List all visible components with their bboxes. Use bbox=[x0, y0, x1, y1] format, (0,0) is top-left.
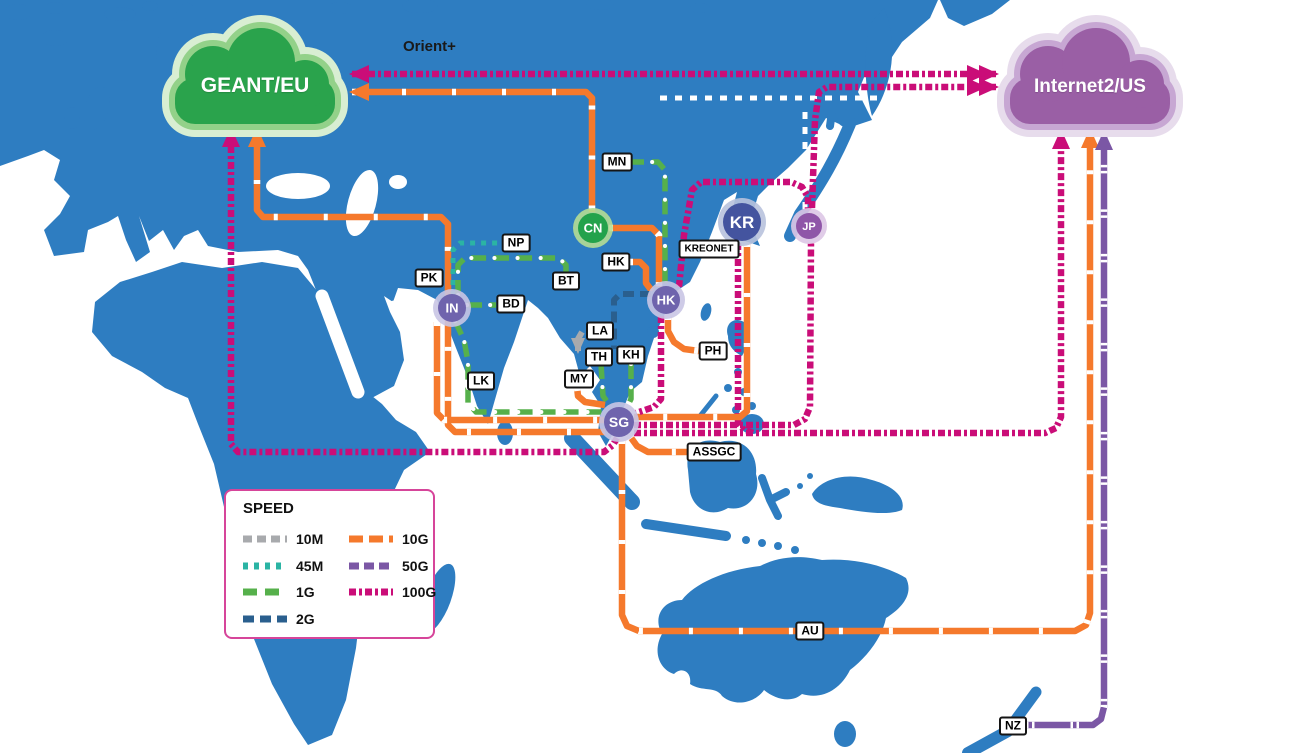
label-np: NP bbox=[501, 233, 531, 253]
orient-plus-link-label: Orient+ bbox=[403, 38, 456, 55]
link-my-sg bbox=[573, 386, 606, 409]
label-mn: MN bbox=[601, 152, 633, 172]
link-kh-sg bbox=[624, 364, 634, 409]
legend-item-10M: 10M bbox=[242, 531, 323, 547]
node-KR: KR bbox=[718, 198, 766, 246]
legend-swatch-50G bbox=[349, 562, 393, 569]
node-SG: SG bbox=[599, 402, 639, 442]
label-lk: LK bbox=[467, 371, 495, 391]
link-kr-trunk bbox=[734, 243, 755, 437]
label-th: TH bbox=[585, 347, 613, 367]
link-mn-hk bbox=[629, 159, 668, 287]
legend-label-10G: 10G bbox=[402, 531, 429, 547]
link-hk-ph bbox=[664, 316, 700, 355]
link-sg-jp bbox=[634, 241, 815, 429]
node-JP: JP bbox=[791, 208, 827, 244]
link-sg-assgc bbox=[626, 433, 690, 456]
legend-label-10M: 10M bbox=[296, 531, 324, 547]
legend-title: SPEED bbox=[243, 500, 294, 517]
label-kreonet: KREONET bbox=[678, 239, 740, 259]
internet2-us-cloud-label: Internet2/US bbox=[1034, 76, 1146, 97]
link-th-sg bbox=[598, 363, 614, 409]
legend-label-1G: 1G bbox=[296, 584, 315, 600]
label-nz: NZ bbox=[999, 716, 1027, 736]
link-hk-th bbox=[611, 291, 651, 349]
label-assgc: ASSGC bbox=[686, 442, 742, 462]
node-label-KR: KR bbox=[730, 213, 755, 232]
link-cn-hk bbox=[609, 224, 663, 287]
node-label-IN: IN bbox=[446, 301, 459, 316]
legend-swatch-45M bbox=[243, 562, 287, 569]
legend-swatch-10M bbox=[243, 535, 287, 543]
link-in-sg bbox=[433, 322, 604, 424]
link-jp-internet2 bbox=[808, 83, 996, 209]
legend-swatch-1G bbox=[242, 588, 288, 596]
label-my: MY bbox=[564, 369, 594, 389]
legend-label-100G: 100G bbox=[402, 584, 437, 600]
node-label-CN: CN bbox=[584, 221, 603, 236]
legend-item-2G: 2G bbox=[242, 611, 315, 627]
network-nodes-layer: CN KR JP IN HK SG bbox=[433, 198, 827, 442]
link-hk-jp bbox=[675, 178, 812, 288]
planned-links-layer bbox=[660, 95, 988, 318]
label-ph: PH bbox=[698, 341, 728, 361]
node-label-SG: SG bbox=[609, 414, 629, 430]
label-la: LA bbox=[586, 321, 614, 341]
cloud-shapes-layer bbox=[162, 15, 1183, 137]
legend-label-50G: 50G bbox=[402, 557, 429, 574]
legend-swatch-10G bbox=[349, 535, 393, 543]
label-pk: PK bbox=[414, 268, 444, 288]
legend-label-45M: 45M bbox=[296, 557, 324, 574]
geant-eu-cloud-label: GEANT/EU bbox=[200, 74, 310, 97]
link-in-lk-sg bbox=[452, 319, 604, 415]
label-kh: KH bbox=[616, 345, 646, 365]
node-IN: IN bbox=[433, 289, 471, 327]
link-kr-sg bbox=[634, 243, 751, 421]
landmass-layer bbox=[0, 0, 1042, 753]
legend-swatch-2G bbox=[243, 615, 287, 622]
speed-legend: SPEED 10M 45M 1G 2G 10G 50G 100G bbox=[224, 489, 436, 639]
link-geant-in-sg bbox=[253, 130, 605, 436]
link-sg-au-internet2 bbox=[618, 131, 1094, 635]
node-CN: CN bbox=[573, 208, 613, 248]
node-label-HK: HK bbox=[657, 293, 676, 308]
link-sg-internet2 bbox=[634, 132, 1065, 437]
legend-item-45M: 45M bbox=[242, 558, 323, 574]
label-bt: BT bbox=[552, 271, 580, 291]
legend-item-10G: 10G bbox=[348, 531, 428, 547]
link-hklabel-hk bbox=[629, 258, 655, 293]
link-geant-cn bbox=[352, 88, 596, 212]
label-bd: BD bbox=[496, 294, 526, 314]
legend-item-100G: 100G bbox=[348, 584, 436, 600]
label-au: AU bbox=[795, 621, 825, 641]
label-hk: HK bbox=[601, 252, 631, 272]
link-in-np bbox=[450, 240, 504, 296]
legend-item-50G: 50G bbox=[348, 558, 428, 574]
legend-item-1G: 1G bbox=[242, 584, 315, 600]
network-links-layer bbox=[227, 70, 1108, 729]
link-geant-sg bbox=[227, 130, 620, 456]
legend-label-2G: 2G bbox=[296, 610, 315, 627]
legend-swatch-100G bbox=[349, 588, 393, 596]
node-HK: HK bbox=[647, 281, 685, 319]
node-label-JP: JP bbox=[802, 221, 815, 233]
